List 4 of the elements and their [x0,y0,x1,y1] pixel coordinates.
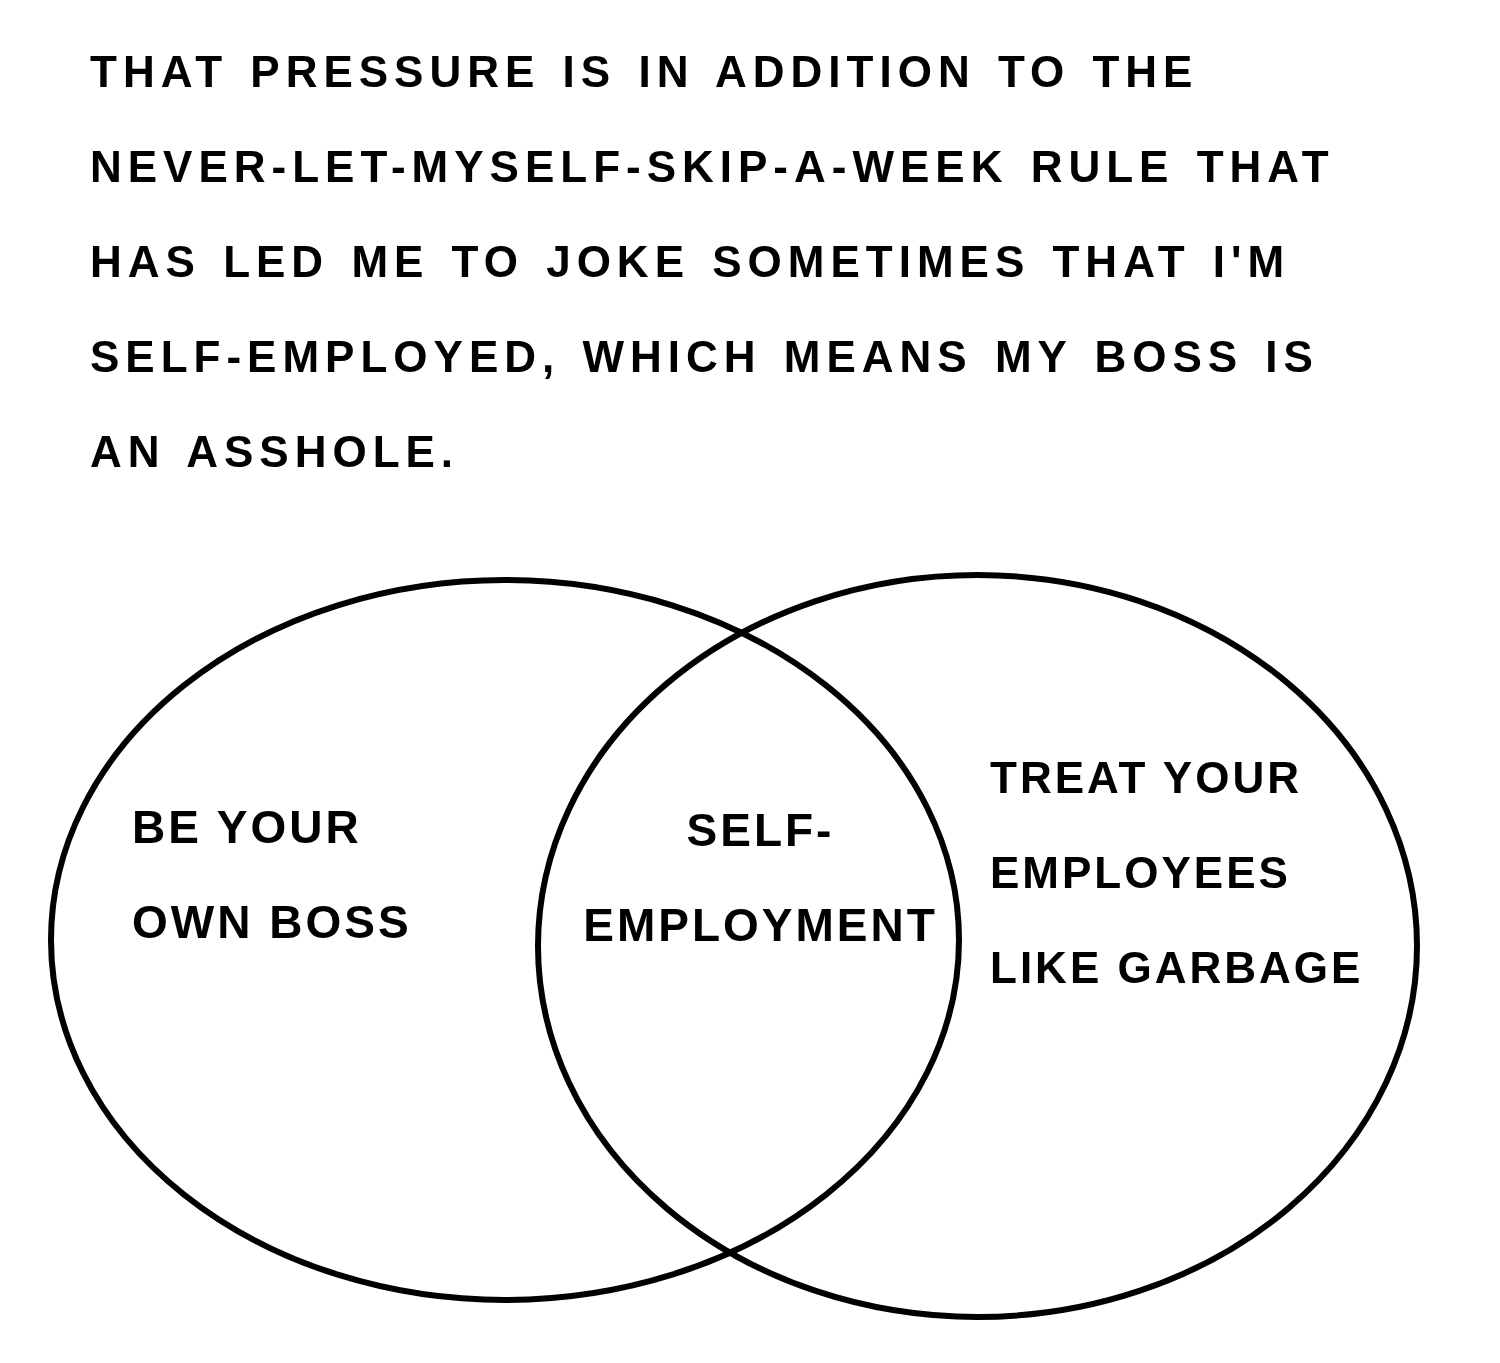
circle-label: BE YOUR OWN BOSS [132,800,413,950]
circle-label: TREAT YOUR EMPLOYEES LIKE GARBAGE [990,752,1365,994]
title-text: THAT PRESSURE IS IN ADDITION TO THE NEVER-LET-MYSELF-SKIP-A-WEEK RULE THAT HAS LED ME TO JOKE SOMETIMES THAT I'M SELF-EMPLOYED, WHICH MEANS MY BOSS IS AN ASSHOLE. [90,46,1336,478]
overlap-label: SELF-EMPLOYMENT [568,783,953,973]
